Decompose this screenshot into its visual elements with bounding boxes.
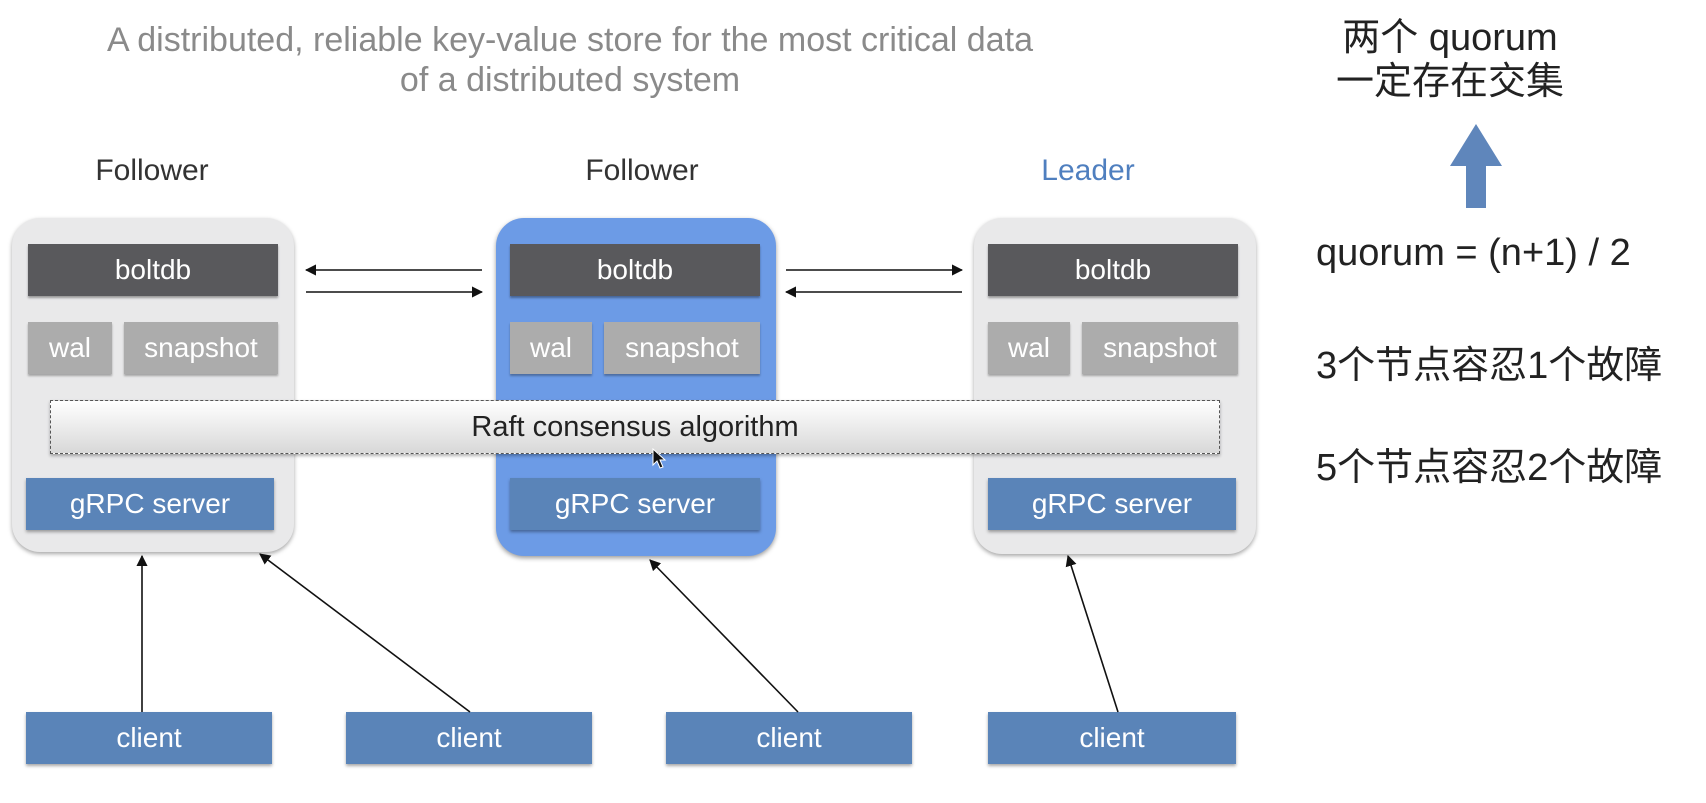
raft-consensus-bar: Raft consensus algorithm: [50, 400, 1220, 454]
client-3-arrow: [649, 559, 799, 713]
node-2-boltdb: boltdb: [510, 244, 760, 296]
node-3-grpc-server: gRPC server: [988, 478, 1236, 530]
node-2-wal: wal: [510, 322, 592, 374]
client-4-arrow: [1065, 554, 1119, 713]
diagram-title: A distributed, reliable key-value store …: [20, 20, 1120, 100]
node-1-boltdb: boltdb: [28, 244, 278, 296]
node-2-snapshot: snapshot: [604, 322, 760, 374]
client-1: client: [26, 712, 272, 764]
node-1-snapshot: snapshot: [124, 322, 278, 374]
client-2-arrow: [259, 553, 471, 713]
up-arrow-icon: [1450, 124, 1502, 208]
node-1-grpc-server: gRPC server: [26, 478, 274, 530]
node-3-snapshot: snapshot: [1082, 322, 1238, 374]
five-node-tolerance: 5个节点容忍2个故障: [1316, 447, 1663, 489]
node-2-role: Follower: [585, 154, 699, 187]
client-4: client: [988, 712, 1236, 764]
client-3: client: [666, 712, 912, 764]
title-line-1: A distributed, reliable key-value store …: [107, 21, 1033, 59]
quorum-intersection-note: 两个 quorum 一定存在交集: [1336, 16, 1564, 104]
quorum-formula: quorum = (n+1) / 2: [1316, 232, 1631, 274]
client-2: client: [346, 712, 592, 764]
intersection-line-1: 两个 quorum: [1342, 17, 1558, 59]
intersection-line-2: 一定存在交集: [1336, 61, 1565, 103]
node-2-grpc-server: gRPC server: [510, 478, 760, 530]
mouse-cursor-icon: [652, 448, 667, 469]
node-3-boltdb: boltdb: [988, 244, 1238, 296]
node-1-role: Follower: [95, 154, 209, 187]
node-1-wal: wal: [28, 322, 112, 374]
title-line-2: of a distributed system: [399, 61, 741, 99]
node-3-role: Leader: [1041, 154, 1135, 187]
node-3-wal: wal: [988, 322, 1070, 374]
three-node-tolerance: 3个节点容忍1个故障: [1316, 345, 1663, 387]
